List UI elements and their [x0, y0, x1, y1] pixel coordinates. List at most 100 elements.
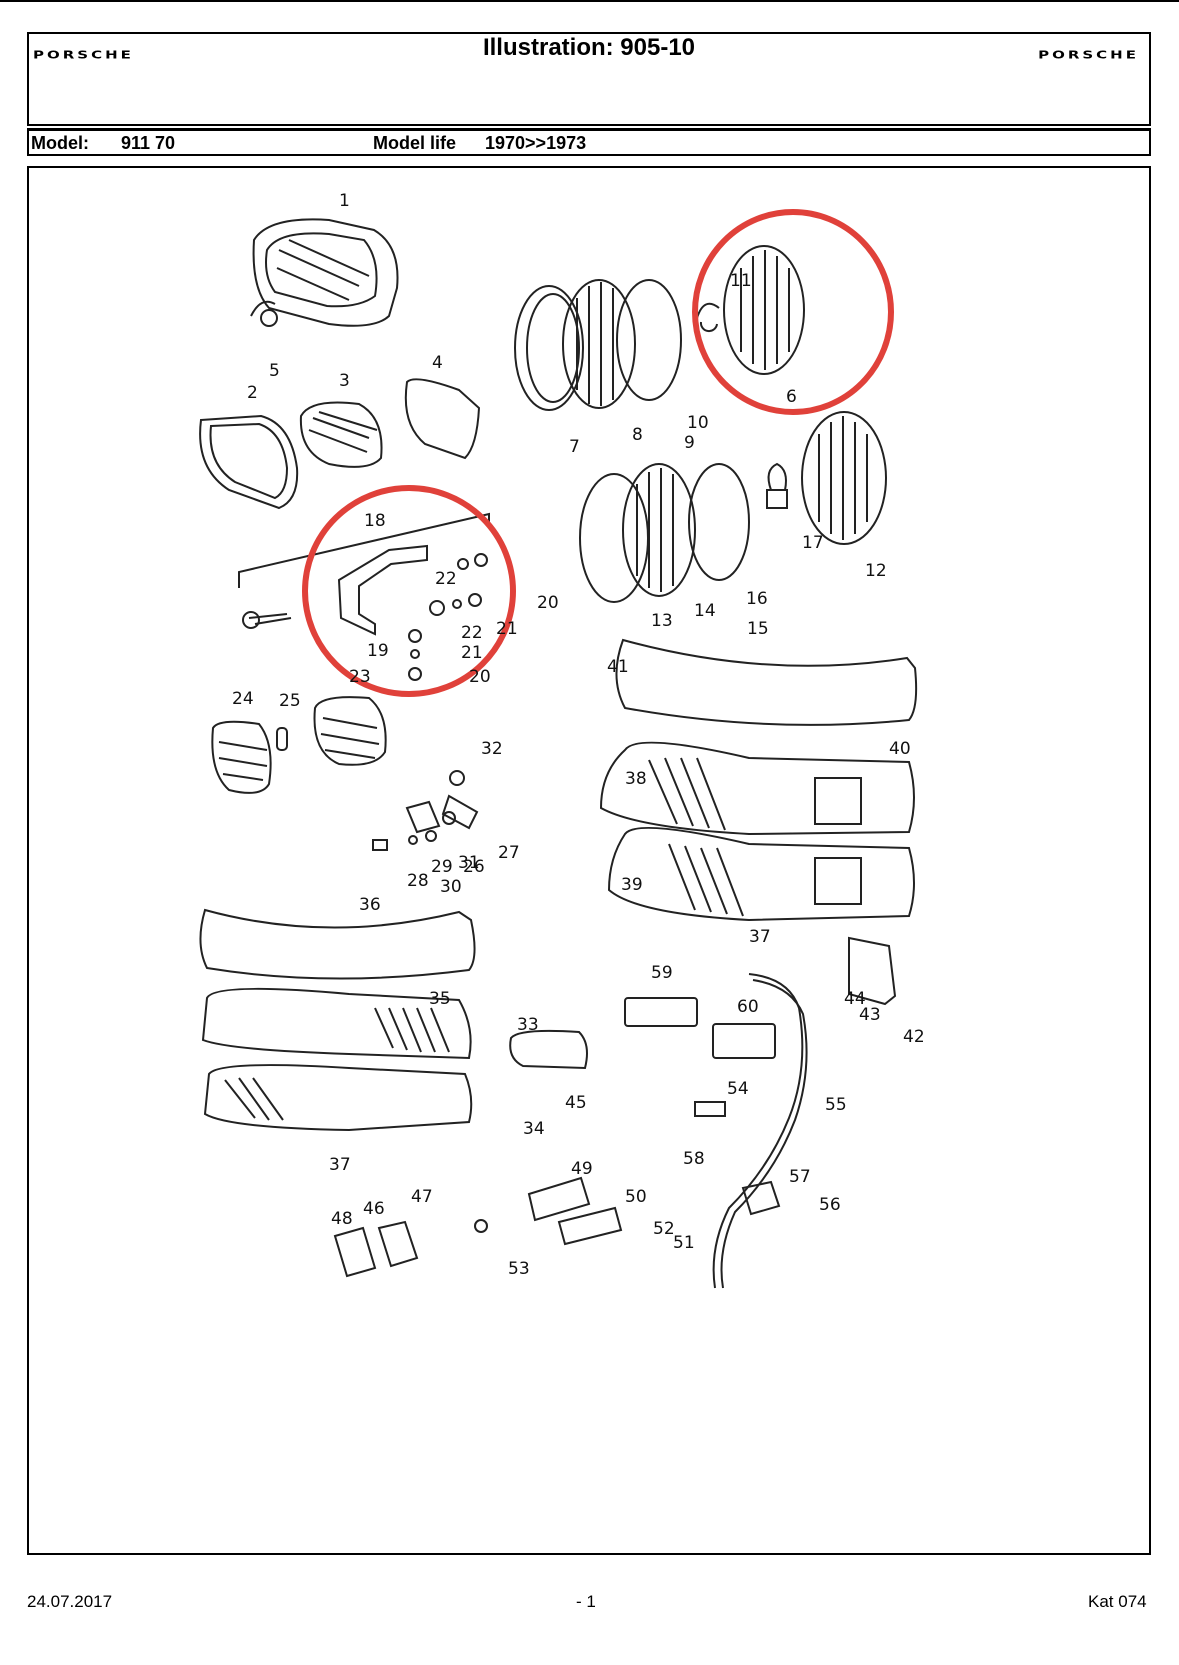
callout-19: 19: [367, 641, 389, 661]
callout-15: 15: [747, 619, 769, 639]
callout-32: 32: [481, 739, 503, 759]
callout-13: 13: [651, 611, 673, 631]
part-cable-55: [712, 973, 804, 1289]
part-relay-60: [712, 1023, 776, 1059]
highlight-circle-fog-light: [692, 209, 894, 415]
part-bracket-19: [337, 544, 428, 636]
highlight-circle-bracket: [302, 485, 516, 697]
callout-26: 26: [463, 857, 485, 877]
callout-17: 17: [802, 533, 824, 553]
callout-8: 8: [632, 425, 643, 445]
part-marker-45: [509, 1029, 588, 1070]
callout-52: 52: [653, 1219, 675, 1239]
part-small-hardware: [372, 770, 479, 851]
callout-1: 1: [339, 191, 350, 211]
callout-48: 48: [331, 1209, 353, 1229]
callout-25: 25: [279, 691, 301, 711]
callout-49: 49: [571, 1159, 593, 1179]
callout-10: 10: [687, 413, 709, 433]
callout-31: 31: [458, 853, 480, 873]
part-cover-46: [333, 1226, 377, 1278]
callout-41: 41: [607, 657, 629, 677]
footer-page: - 1: [576, 1592, 596, 1611]
part-switch-59: [624, 997, 698, 1027]
top-rule: [0, 0, 1179, 2]
callout-57: 57: [789, 1167, 811, 1187]
illustration-title: Illustration: 905-10: [482, 34, 696, 61]
part-fog-light-6: [696, 245, 805, 375]
callout-6: 6: [786, 387, 797, 407]
callout-43: 43: [859, 1005, 881, 1025]
footer-date: 24.07.2017: [27, 1592, 113, 1611]
callout-59: 59: [651, 963, 673, 983]
callout-30: 30: [440, 877, 462, 897]
model-label: Model:: [31, 133, 89, 153]
part-fog-light-12: [801, 411, 887, 545]
callout-23: 23: [349, 667, 371, 687]
callout-45: 45: [565, 1093, 587, 1113]
part-gasket-36: [199, 908, 476, 980]
callout-38: 38: [625, 769, 647, 789]
part-bulb-5: [250, 300, 278, 327]
callout-2: 2: [247, 383, 258, 403]
callout-29: 29: [431, 857, 453, 877]
footer-catalog: Kat 074: [1088, 1592, 1147, 1611]
callout-24: 24: [232, 689, 254, 709]
callout-9: 9: [684, 433, 695, 453]
callout-4: 4: [432, 353, 443, 373]
part-bolt-group: [242, 553, 488, 681]
callout-46: 46: [363, 1199, 385, 1219]
callout-37: 37: [329, 1155, 351, 1175]
callout-7: 7: [569, 437, 580, 457]
porsche-logo-right: PORSCHE: [1038, 48, 1139, 62]
callout-14: 14: [694, 601, 716, 621]
callout-22: 22: [435, 569, 457, 589]
part-gasket-10: [616, 279, 682, 401]
callout-42: 42: [903, 1027, 925, 1047]
callout-40: 40: [889, 739, 911, 759]
part-gasket-4: [404, 378, 481, 460]
callout-5: 5: [269, 361, 280, 381]
callout-16: 16: [746, 589, 768, 609]
callout-3: 3: [339, 371, 350, 391]
part-frame-2: [199, 414, 299, 510]
callout-53: 53: [508, 1259, 530, 1279]
callout-55: 55: [825, 1095, 847, 1115]
porsche-logo-left: PORSCHE: [33, 48, 134, 62]
callout-21: 21: [461, 643, 483, 663]
part-connector-54: [694, 1101, 726, 1117]
part-tail-light-39: [607, 826, 915, 922]
callout-20: 20: [469, 667, 491, 687]
callout-37: 37: [749, 927, 771, 947]
header-box: PORSCHE Illustration: 905-10 PORSCHE: [27, 32, 1151, 126]
part-gasket-16: [688, 463, 750, 581]
part-gasket-47: [377, 1220, 419, 1268]
callout-56: 56: [819, 1195, 841, 1215]
callout-27: 27: [498, 843, 520, 863]
callout-20: 20: [537, 593, 559, 613]
model-life-value: 1970>>1973: [485, 133, 587, 153]
part-grommet-53: [474, 1219, 488, 1233]
callout-12: 12: [865, 561, 887, 581]
part-headlight-housing: [252, 218, 399, 327]
part-tail-light-38: [599, 741, 915, 836]
callout-36: 36: [359, 895, 381, 915]
model-value: 911 70: [121, 133, 176, 153]
part-gasket-41: [615, 638, 918, 726]
callout-11: 11: [730, 271, 752, 291]
part-headlight-ring-7: [514, 285, 584, 411]
part-lens-3: [299, 401, 383, 468]
model-bar: Model: 911 70 Model life 1970>>1973: [27, 128, 1151, 156]
callout-18: 18: [364, 511, 386, 531]
callout-21: 21: [496, 619, 518, 639]
callout-28: 28: [407, 871, 429, 891]
part-reflector-42: [848, 936, 897, 1006]
callout-34: 34: [523, 1119, 545, 1139]
callout-50: 50: [625, 1187, 647, 1207]
part-side-light-24: [211, 720, 272, 794]
callout-35: 35: [429, 989, 451, 1009]
callout-51: 51: [673, 1233, 695, 1253]
model-life-label: Model life: [373, 133, 457, 153]
